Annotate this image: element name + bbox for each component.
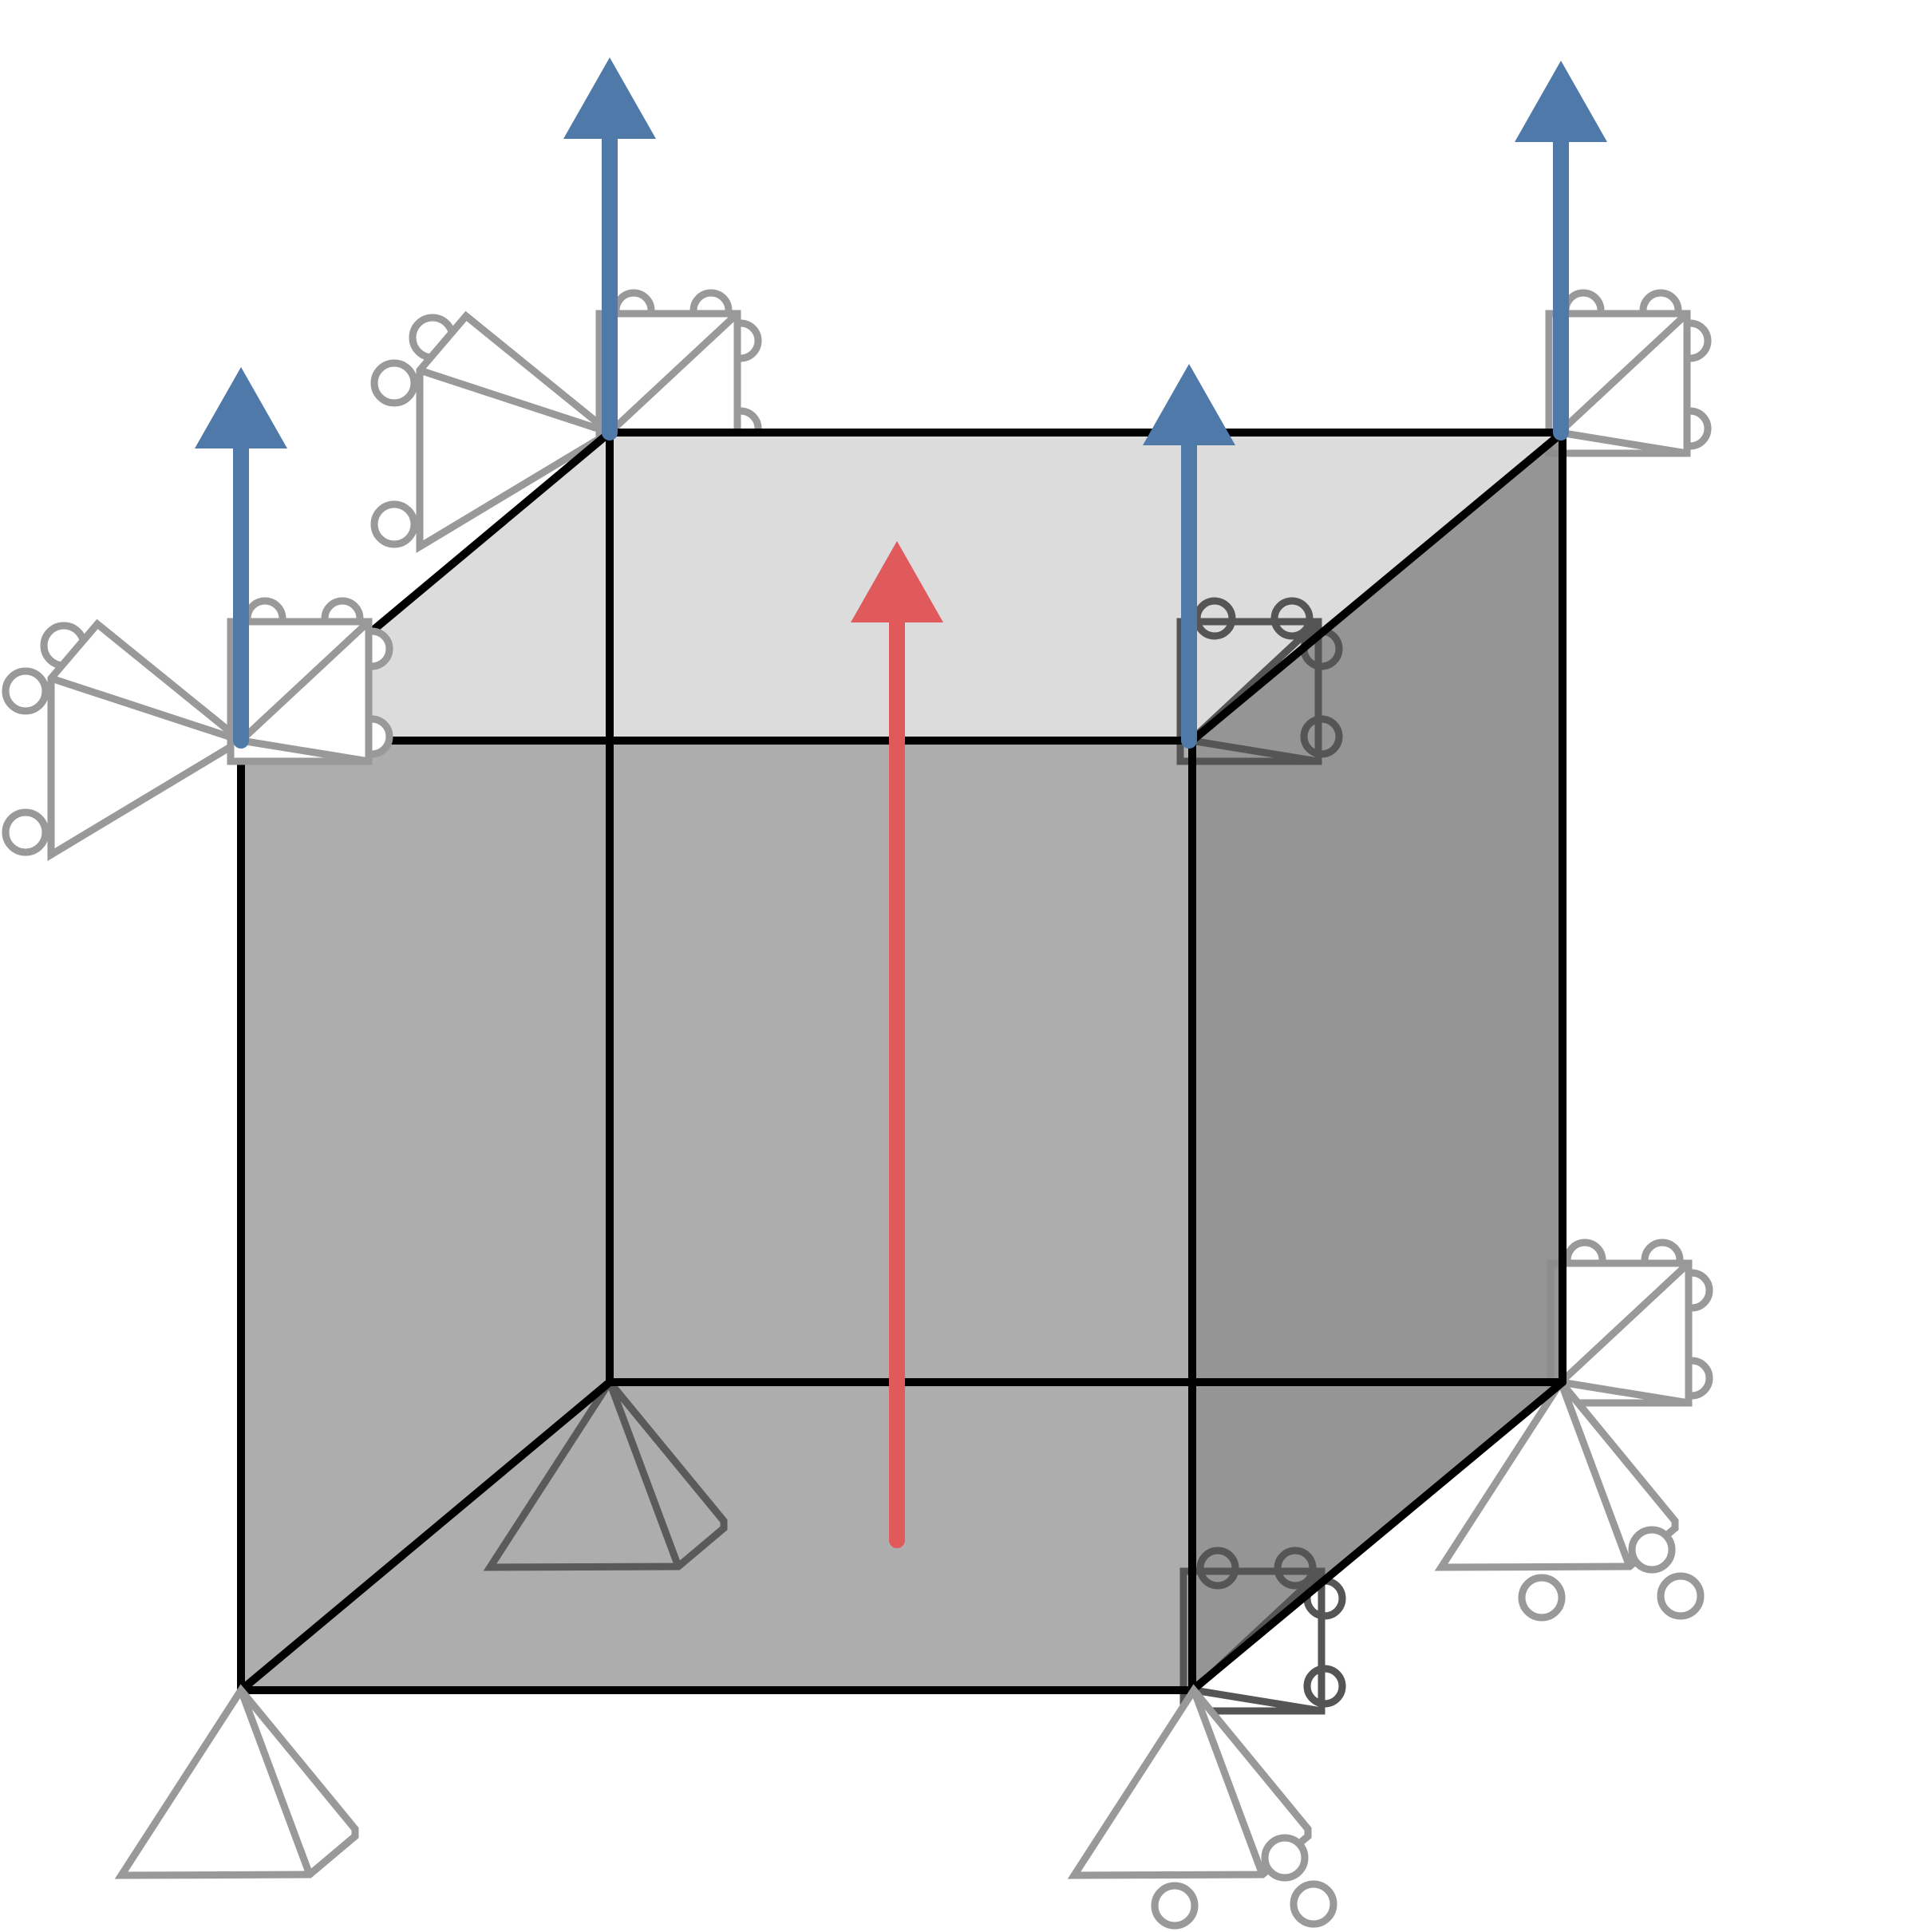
support-bottom-back-left	[483, 1376, 728, 1571]
displacement-arrow-top-front-left	[195, 367, 287, 749]
support-bottom-front-left	[121, 1690, 355, 1875]
support-top-back-right	[1549, 293, 1708, 453]
cube-edges	[237, 429, 1567, 1694]
support-bottom-front-right	[1074, 1690, 1333, 1926]
displacement-arrow-top-back-left	[563, 57, 656, 441]
edge-bottom-left	[237, 1378, 614, 1694]
displacement-arrows	[195, 57, 1607, 749]
cube-right-face	[1192, 433, 1563, 1690]
cube-front-face	[241, 741, 1192, 1690]
displacement-arrow-top-front-right	[1143, 364, 1235, 749]
resultant-force-arrow	[851, 541, 943, 1548]
edge-bottom-right	[1188, 1378, 1567, 1694]
edge-top-right	[1188, 429, 1567, 745]
displacement-arrow-top-back-right	[1515, 61, 1607, 441]
